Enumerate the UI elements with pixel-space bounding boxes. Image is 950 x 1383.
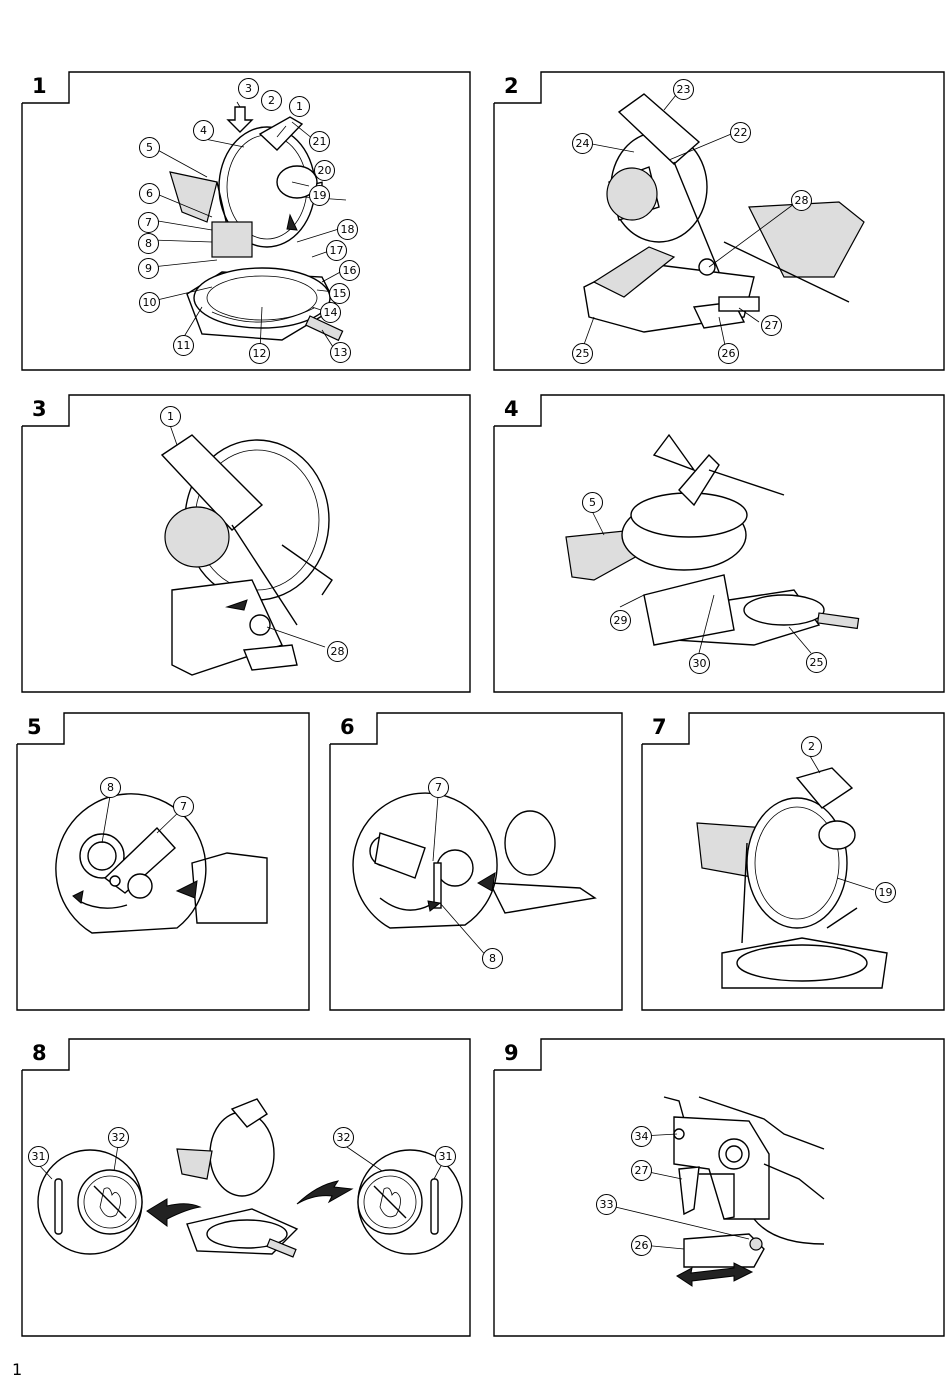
callout-2: 2 <box>261 90 282 111</box>
miter-saw-side-illustration <box>565 433 860 654</box>
callout-30: 30 <box>689 653 710 674</box>
figure-number: 4 <box>504 397 519 421</box>
figure-number: 9 <box>504 1041 519 1065</box>
figure-6: 6 7 8 <box>329 712 623 1011</box>
callout-9: 9 <box>138 258 159 279</box>
callout-24: 24 <box>572 133 593 154</box>
callout-6: 6 <box>139 183 160 204</box>
callout-1: 1 <box>289 96 310 117</box>
figure-9: 9 34 27 33 26 <box>493 1038 945 1337</box>
callout-32: 32 <box>333 1127 354 1148</box>
callout-15: 15 <box>329 283 350 304</box>
figure-frame <box>641 712 945 1011</box>
callout-8: 8 <box>100 777 121 798</box>
callout-4: 4 <box>193 120 214 141</box>
callout-29: 29 <box>610 610 631 631</box>
figure-frame <box>21 1038 471 1337</box>
callout-1: 1 <box>160 406 181 427</box>
callout-31: 31 <box>28 1146 49 1167</box>
miter-saw-front-blade-guard-illustration <box>696 755 888 989</box>
callout-19: 19 <box>875 882 896 903</box>
figure-number: 8 <box>32 1041 47 1065</box>
figure-frame <box>493 1038 945 1337</box>
callout-25: 25 <box>806 652 827 673</box>
callout-8: 8 <box>138 233 159 254</box>
callout-13: 13 <box>330 342 351 363</box>
callout-32: 32 <box>108 1127 129 1148</box>
figure-frame <box>21 394 471 693</box>
callout-34: 34 <box>631 1126 652 1147</box>
callout-10: 10 <box>139 292 160 313</box>
callout-16: 16 <box>339 260 360 281</box>
callout-20: 20 <box>314 160 335 181</box>
figure-frame <box>493 394 945 693</box>
callout-7: 7 <box>173 796 194 817</box>
figure-4: 4 5 29 30 25 <box>493 394 945 693</box>
prohibition-slash <box>93 1185 127 1219</box>
miter-saw-rear-illustration <box>581 89 865 351</box>
callout-33: 33 <box>596 1194 617 1215</box>
callout-5: 5 <box>582 492 603 513</box>
callout-11: 11 <box>173 335 194 356</box>
callout-18: 18 <box>337 219 358 240</box>
callout-8: 8 <box>482 948 503 969</box>
callout-7: 7 <box>138 212 159 233</box>
figure-frame <box>21 71 471 371</box>
figure-frame <box>493 71 945 371</box>
figure-5: 5 8 7 <box>16 712 310 1011</box>
callout-21: 21 <box>309 131 330 152</box>
callout-7: 7 <box>428 777 449 798</box>
figure-3: 3 1 28 <box>21 394 471 693</box>
stopper-pin-detail-illustration <box>55 793 268 934</box>
figure-2: 2 23 22 24 28 27 26 25 <box>493 71 945 371</box>
figure-number: 5 <box>27 715 42 739</box>
saw-head-lock-release-illustration <box>160 424 333 676</box>
stopper-pin-locked-illustration <box>352 792 597 959</box>
callout-26: 26 <box>718 343 739 364</box>
callout-2: 2 <box>801 736 822 757</box>
callout-28: 28 <box>327 641 348 662</box>
figure-8: 8 31 32 32 31 <box>21 1038 471 1337</box>
figure-frame <box>329 712 623 1011</box>
callout-25: 25 <box>572 343 593 364</box>
figure-number: 7 <box>652 715 667 739</box>
callout-5: 5 <box>139 137 160 158</box>
figure-frame <box>16 712 310 1011</box>
callout-12: 12 <box>249 343 270 364</box>
no-hands-warning-label-illustration <box>37 1098 463 1258</box>
callout-22: 22 <box>730 122 751 143</box>
callout-27: 27 <box>631 1160 652 1181</box>
miter-saw-overview-illustration <box>151 101 347 351</box>
callout-23: 23 <box>673 79 694 100</box>
callout-14: 14 <box>320 302 341 323</box>
figure-number: 6 <box>340 715 355 739</box>
callout-31: 31 <box>435 1146 456 1167</box>
figure-number: 3 <box>32 397 47 421</box>
callout-27: 27 <box>761 315 782 336</box>
callout-26: 26 <box>631 1235 652 1256</box>
callout-3: 3 <box>238 78 259 99</box>
figure-number: 2 <box>504 74 519 98</box>
figure-7: 7 2 19 <box>641 712 945 1011</box>
callout-19: 19 <box>309 185 330 206</box>
callout-28: 28 <box>791 190 812 211</box>
figure-number: 1 <box>32 74 47 98</box>
page-number: 1 <box>12 1360 23 1379</box>
figure-1: 1 <box>21 71 471 371</box>
callout-17: 17 <box>326 240 347 261</box>
lock-lever-detail-illustration <box>606 1096 825 1287</box>
